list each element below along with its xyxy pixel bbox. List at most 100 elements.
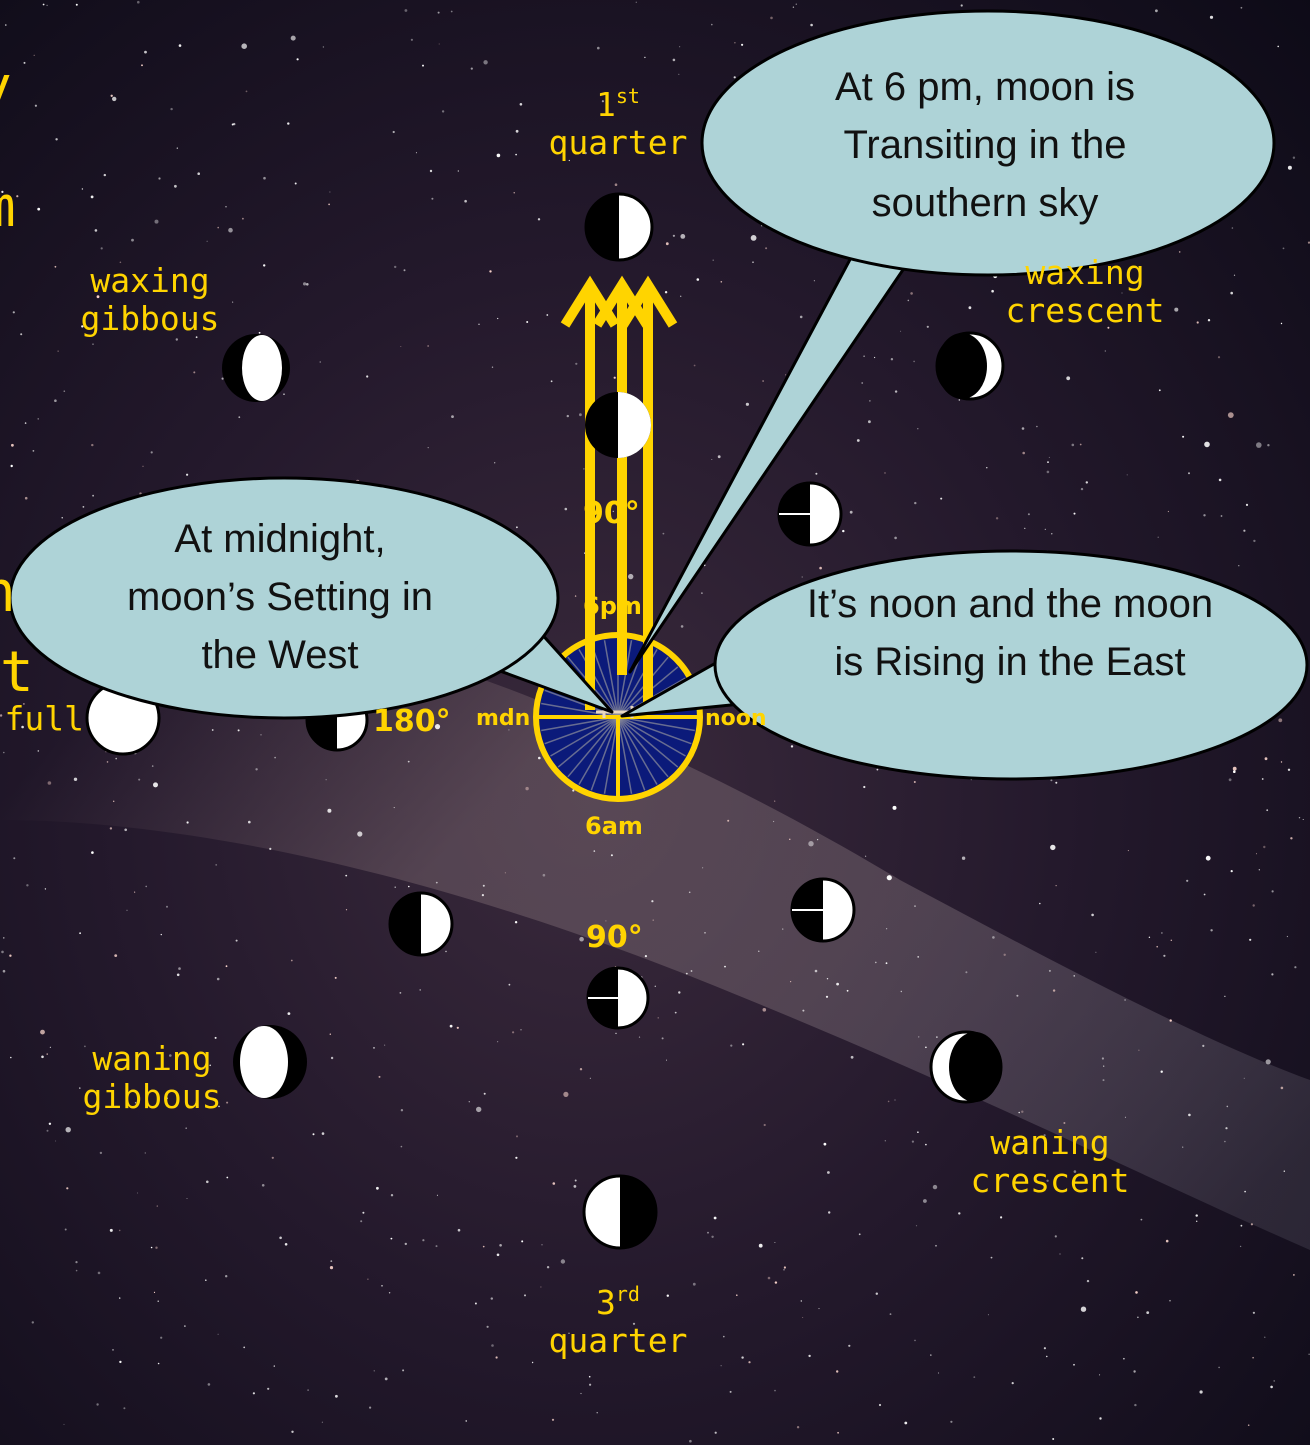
star	[836, 1370, 839, 1373]
star	[525, 786, 529, 791]
star	[575, 362, 578, 365]
star	[1023, 1139, 1027, 1143]
star	[99, 1151, 103, 1155]
star	[552, 1182, 556, 1185]
star	[773, 820, 775, 823]
bubble-text-noon: It’s noon and the moon is Rising in the …	[806, 582, 1214, 684]
star	[211, 729, 214, 731]
star	[112, 1349, 114, 1351]
star	[1123, 1357, 1125, 1360]
moon-inner-lower-right	[790, 877, 856, 943]
first-quarter-number: 1	[596, 85, 616, 124]
star	[917, 1131, 919, 1133]
third-quarter-suffix: rd	[615, 1282, 640, 1306]
star	[892, 805, 897, 810]
star	[1051, 533, 1053, 535]
star	[654, 985, 656, 987]
star	[837, 1431, 839, 1434]
star	[422, 64, 424, 67]
star	[474, 1302, 477, 1305]
star	[1158, 389, 1161, 392]
moon-inner-upper-right	[777, 481, 843, 547]
star	[1048, 969, 1051, 972]
star	[801, 576, 803, 578]
star	[762, 380, 764, 382]
star	[94, 229, 98, 232]
star	[874, 356, 876, 359]
star	[400, 1109, 404, 1112]
star	[1160, 1070, 1163, 1073]
third-quarter-word: quarter	[548, 1321, 688, 1360]
star	[1302, 819, 1304, 820]
star	[237, 729, 240, 732]
moon-inner-top	[585, 392, 651, 458]
star	[1258, 869, 1260, 871]
star	[828, 1211, 831, 1214]
star	[1080, 1306, 1087, 1312]
star	[197, 172, 200, 175]
star	[818, 1308, 820, 1310]
star	[186, 821, 189, 824]
star	[515, 1156, 518, 1159]
label-third-quarter: 3rd quarter	[538, 1284, 698, 1360]
star	[1249, 938, 1252, 941]
star	[913, 360, 915, 363]
star	[1046, 470, 1050, 474]
star	[884, 1140, 886, 1142]
star	[878, 1403, 882, 1407]
earth-ray	[617, 716, 679, 768]
waxing-gibbous-line1: waxing	[90, 261, 210, 300]
star	[863, 355, 865, 358]
star	[907, 299, 910, 302]
star	[1220, 515, 1223, 517]
star	[1287, 165, 1292, 170]
label-waning-crescent: waning crescent	[950, 1124, 1150, 1200]
star	[861, 382, 864, 384]
star	[612, 510, 614, 513]
star	[568, 159, 570, 162]
star	[410, 38, 413, 41]
star	[496, 153, 501, 158]
star	[1256, 853, 1257, 855]
earth-ray	[603, 640, 619, 718]
star	[666, 1059, 667, 1061]
star	[214, 1036, 217, 1039]
star	[284, 1243, 288, 1246]
star	[381, 1285, 383, 1287]
first-quarter-word: quarter	[548, 123, 688, 162]
star	[114, 954, 118, 957]
star	[690, 970, 693, 972]
star	[894, 536, 897, 540]
star	[1271, 973, 1274, 976]
star	[541, 1244, 543, 1246]
moon-inner-lower-left	[388, 891, 454, 957]
star	[1085, 481, 1089, 484]
star	[692, 1282, 696, 1286]
third-quarter-number: 3	[596, 1283, 616, 1322]
star	[1224, 995, 1226, 997]
star	[900, 990, 902, 993]
star	[1286, 935, 1288, 938]
star	[995, 517, 999, 520]
star	[54, 265, 57, 268]
star	[693, 364, 696, 367]
star	[1055, 885, 1057, 887]
star	[232, 301, 234, 303]
star	[635, 1, 637, 3]
star	[160, 933, 162, 936]
star	[1243, 529, 1246, 532]
star	[137, 1192, 139, 1194]
star	[1280, 1086, 1284, 1090]
star	[741, 1356, 744, 1359]
star	[605, 920, 607, 922]
star	[482, 884, 485, 887]
star	[714, 1431, 717, 1434]
star	[894, 390, 898, 393]
star	[150, 451, 153, 454]
star	[526, 321, 529, 323]
star	[678, 73, 680, 75]
star	[330, 1056, 334, 1060]
star	[827, 1171, 830, 1174]
star	[750, 235, 757, 241]
star	[388, 1292, 391, 1294]
